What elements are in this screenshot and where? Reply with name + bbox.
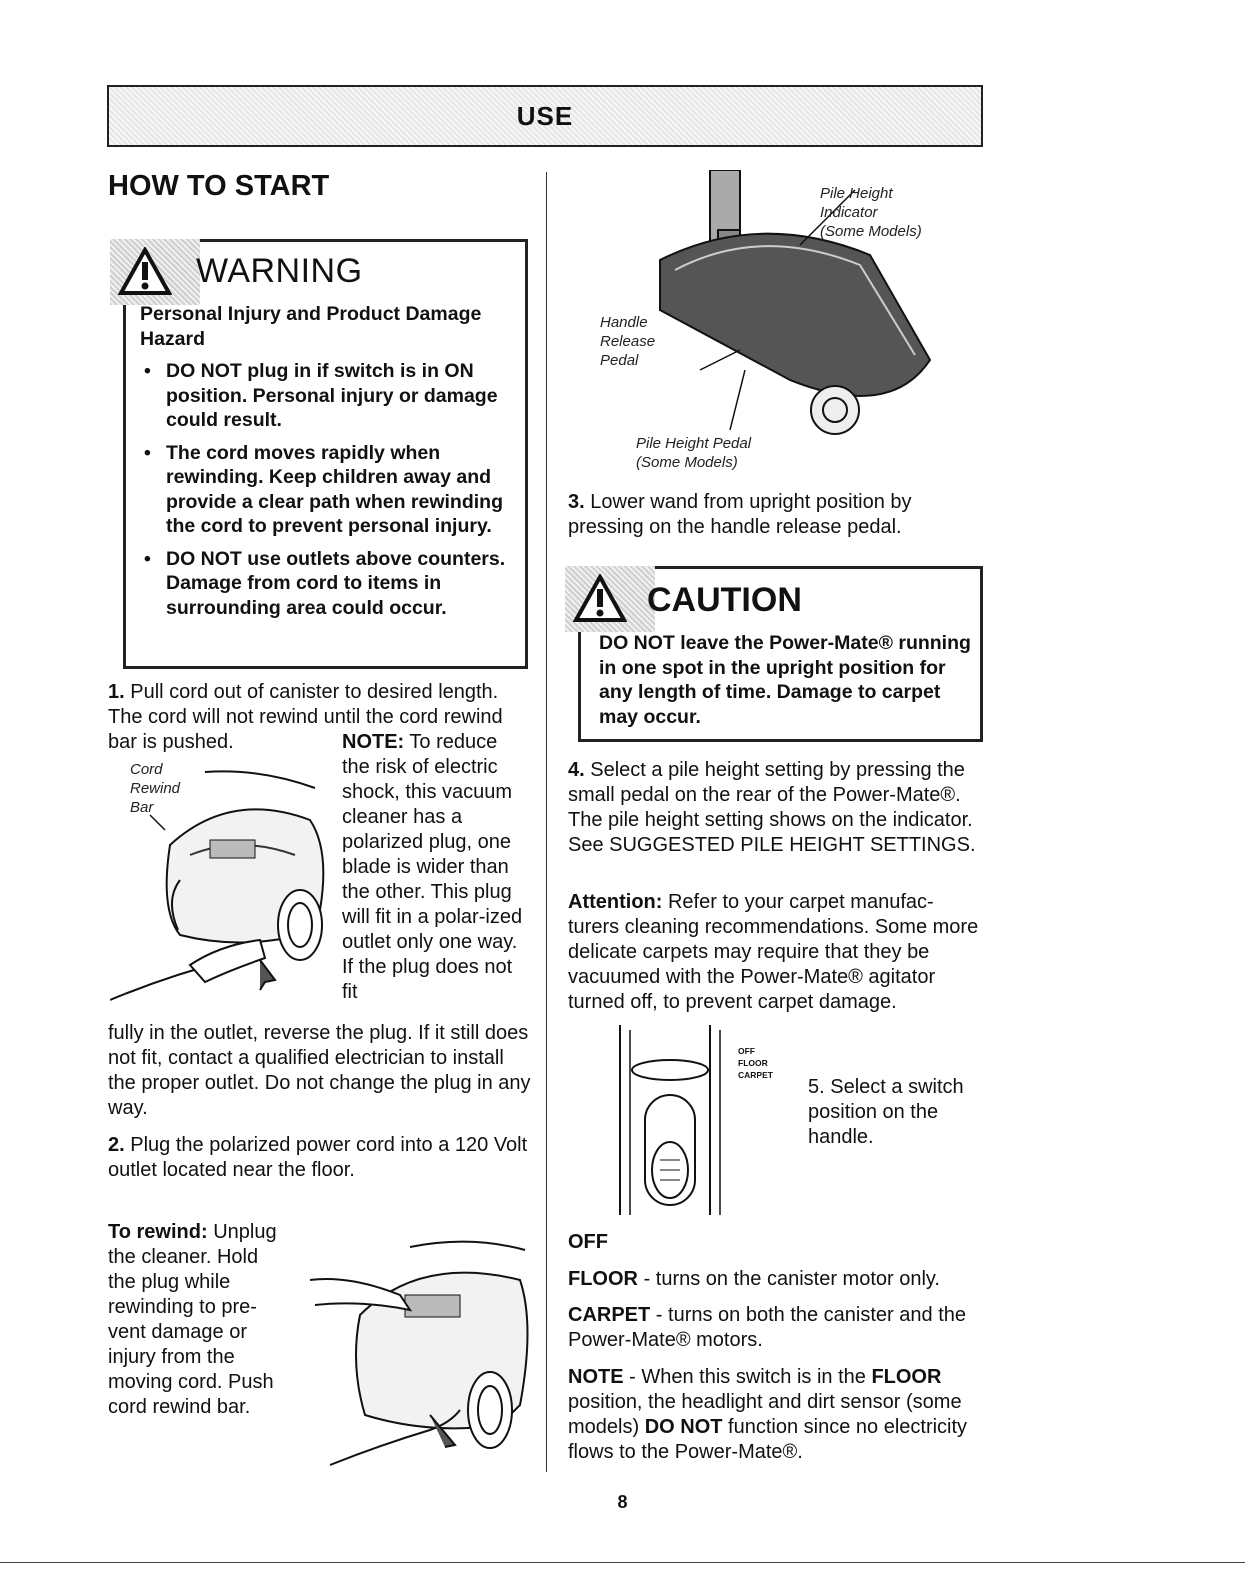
column-divider — [546, 172, 547, 1472]
caution-box: CAUTION DO NOT leave the Power-Mate® run… — [565, 566, 983, 742]
floor-description: FLOOR - turns on the canister motor only… — [568, 1267, 980, 1292]
warning-bullet: The cord moves rapidly when rewinding. K… — [140, 441, 515, 539]
carpet-description: CARPET - turns on both the canister and … — [568, 1303, 980, 1353]
warning-icon-bg — [110, 239, 200, 305]
bottom-rule — [0, 1562, 1245, 1563]
step-2-number: 2. — [108, 1134, 125, 1156]
handle-switch-illustration — [619, 1025, 721, 1215]
step-2-text: Plug the polarized power cord into a 120… — [108, 1134, 528, 1181]
step-1-text: Pull cord out of canister to desired len… — [108, 681, 503, 753]
rewind-label: To rewind: — [108, 1221, 208, 1243]
caution-body: DO NOT leave the Power-Mate® running in … — [599, 632, 971, 728]
step-5-text: Select a switch position on the handle. — [808, 1076, 964, 1148]
warning-triangle-icon — [118, 247, 172, 295]
switch-position-labels: OFF FLOOR CARPET — [738, 1045, 773, 1081]
how-to-start-heading: HOW TO START — [108, 170, 330, 202]
floor-label: FLOOR — [568, 1268, 638, 1290]
section-title: USE — [516, 101, 574, 131]
caution-title: CAUTION — [647, 581, 802, 619]
caution-triangle-icon — [573, 574, 627, 622]
step-1-number: 1. — [108, 681, 125, 703]
note-text: To reduce the risk of electric shock, th… — [342, 731, 523, 1003]
pile-height-indicator-caption: Pile Height Indicator (Some Models) — [820, 185, 922, 240]
step-3-number: 3. — [568, 491, 585, 513]
section-banner: USE — [107, 85, 983, 147]
switch-label-carpet: CARPET — [738, 1070, 773, 1080]
step-5: 5. Select a switch position on the handl… — [808, 1075, 978, 1150]
canister-cord-illustration — [110, 770, 325, 1001]
off-label: OFF — [568, 1231, 608, 1253]
step-5-number: 5. — [808, 1076, 825, 1098]
attention-text: Refer to your carpet manufac-turers clea… — [568, 891, 979, 1013]
rewind-instructions: To rewind: Unplug the cleaner. Hold the … — [108, 1220, 288, 1420]
warning-box: WARNING Personal Injury and Product Dama… — [110, 239, 528, 669]
step-4-number: 4. — [568, 759, 585, 781]
caution-icon-bg — [565, 566, 655, 632]
note-continued: fully in the outlet, reverse the plug. I… — [108, 1022, 531, 1119]
warning-bullet: DO NOT plug in if switch is in ON positi… — [140, 359, 515, 433]
pile-height-pedal-caption: Pile Height Pedal (Some Models) — [636, 435, 752, 471]
switch-label-off: OFF — [738, 1046, 755, 1056]
step-3-text: Lower wand from upright position by pres… — [568, 491, 912, 538]
power-mate-illustration — [659, 170, 932, 435]
switch-label-floor: FLOOR — [738, 1058, 768, 1068]
attention-label: Attention: — [568, 891, 663, 913]
note-label: NOTE: — [342, 731, 405, 753]
warning-bullet: DO NOT use outlets above counters. Damag… — [140, 547, 515, 621]
step-4: 4. Select a pile height setting by press… — [568, 758, 980, 858]
note2-label: NOTE — [568, 1366, 624, 1388]
rewind-illustration — [310, 1240, 529, 1466]
carpet-text: - turns on both the canister and the Pow… — [568, 1304, 966, 1351]
rewind-text: Unplug the cleaner. Hold the plug while … — [108, 1221, 277, 1418]
note-floor-position: NOTE - When this switch is in the FLOOR … — [568, 1366, 968, 1463]
step-2: 2. Plug the polarized power cord into a … — [108, 1133, 533, 1183]
step-3: 3. Lower wand from upright position by p… — [568, 490, 978, 540]
warning-subtitle: Personal Injury and Product Damage Hazar… — [140, 303, 482, 350]
floor-text: - turns on the canister motor only. — [643, 1268, 940, 1290]
carpet-label: CARPET — [568, 1304, 651, 1326]
step-4-text: Select a pile height setting by pressing… — [568, 759, 976, 856]
warning-title: WARNING — [196, 252, 363, 290]
step-1: 1. Pull cord out of canister to desired … — [108, 680, 533, 755]
warning-body: Personal Injury and Product Damage Hazar… — [140, 302, 515, 628]
attention-note: Attention: Refer to your carpet manufac-… — [568, 890, 980, 1015]
note-polarized-plug: NOTE: To reduce the risk of electric sho… — [342, 730, 527, 1005]
handle-release-caption: Handle Release Pedal — [600, 314, 656, 369]
cord-rewind-caption: Cord Rewind Bar — [130, 761, 181, 816]
page-number: 8 — [617, 1492, 628, 1512]
